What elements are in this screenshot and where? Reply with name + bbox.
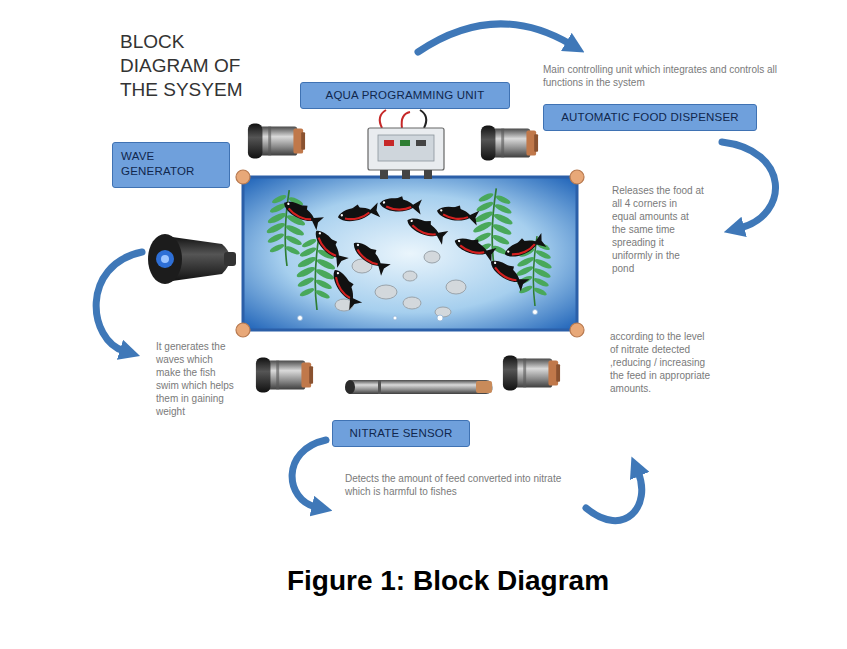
process-box: AUTOMATIC FOOD DISPENSER bbox=[543, 104, 757, 131]
wave-pump-icon bbox=[148, 234, 236, 284]
description-note: Releases the food at all 4 corners in eq… bbox=[612, 184, 704, 275]
dispenser-icon bbox=[503, 356, 560, 391]
process-box: WAVE GENERATOR bbox=[112, 142, 230, 188]
description-note: Detects the amount of feed converted int… bbox=[345, 472, 577, 498]
dispenser-icon bbox=[481, 126, 538, 161]
fish-pond bbox=[236, 170, 584, 337]
description-note: according to the level of nitrate detect… bbox=[610, 330, 712, 395]
corner-dots bbox=[236, 170, 584, 337]
box-label: AUTOMATIC FOOD DISPENSER bbox=[561, 110, 739, 125]
dispenser-icon bbox=[256, 358, 313, 393]
curved-arrow bbox=[96, 252, 142, 351]
process-box: AQUA PROGRAMMING UNIT bbox=[300, 82, 510, 109]
pond-water bbox=[243, 177, 577, 330]
box-label: WAVE GENERATOR bbox=[121, 149, 201, 179]
curved-arrow bbox=[418, 24, 570, 52]
bubbles bbox=[298, 310, 538, 322]
nitrate-probe-icon bbox=[345, 380, 493, 394]
figure-caption: Figure 1: Block Diagram bbox=[148, 564, 748, 598]
control-box-icon bbox=[368, 110, 444, 179]
curved-arrow bbox=[722, 142, 776, 228]
box-label: AQUA PROGRAMMING UNIT bbox=[326, 88, 485, 103]
callout-arrows bbox=[96, 24, 775, 521]
stones bbox=[335, 251, 466, 317]
fish bbox=[280, 194, 546, 310]
description-note: Main controlling unit which integrates a… bbox=[543, 63, 788, 89]
curved-arrow bbox=[292, 440, 326, 507]
curved-arrow bbox=[586, 472, 642, 521]
box-label: NITRATE SENSOR bbox=[350, 426, 453, 441]
description-note: It generates the waves which make the fi… bbox=[156, 340, 236, 418]
process-box: NITRATE SENSOR bbox=[332, 420, 470, 447]
diagram-title: BLOCK DIAGRAM OF THE SYSYEM bbox=[120, 30, 260, 101]
dispenser-icon bbox=[248, 124, 305, 159]
